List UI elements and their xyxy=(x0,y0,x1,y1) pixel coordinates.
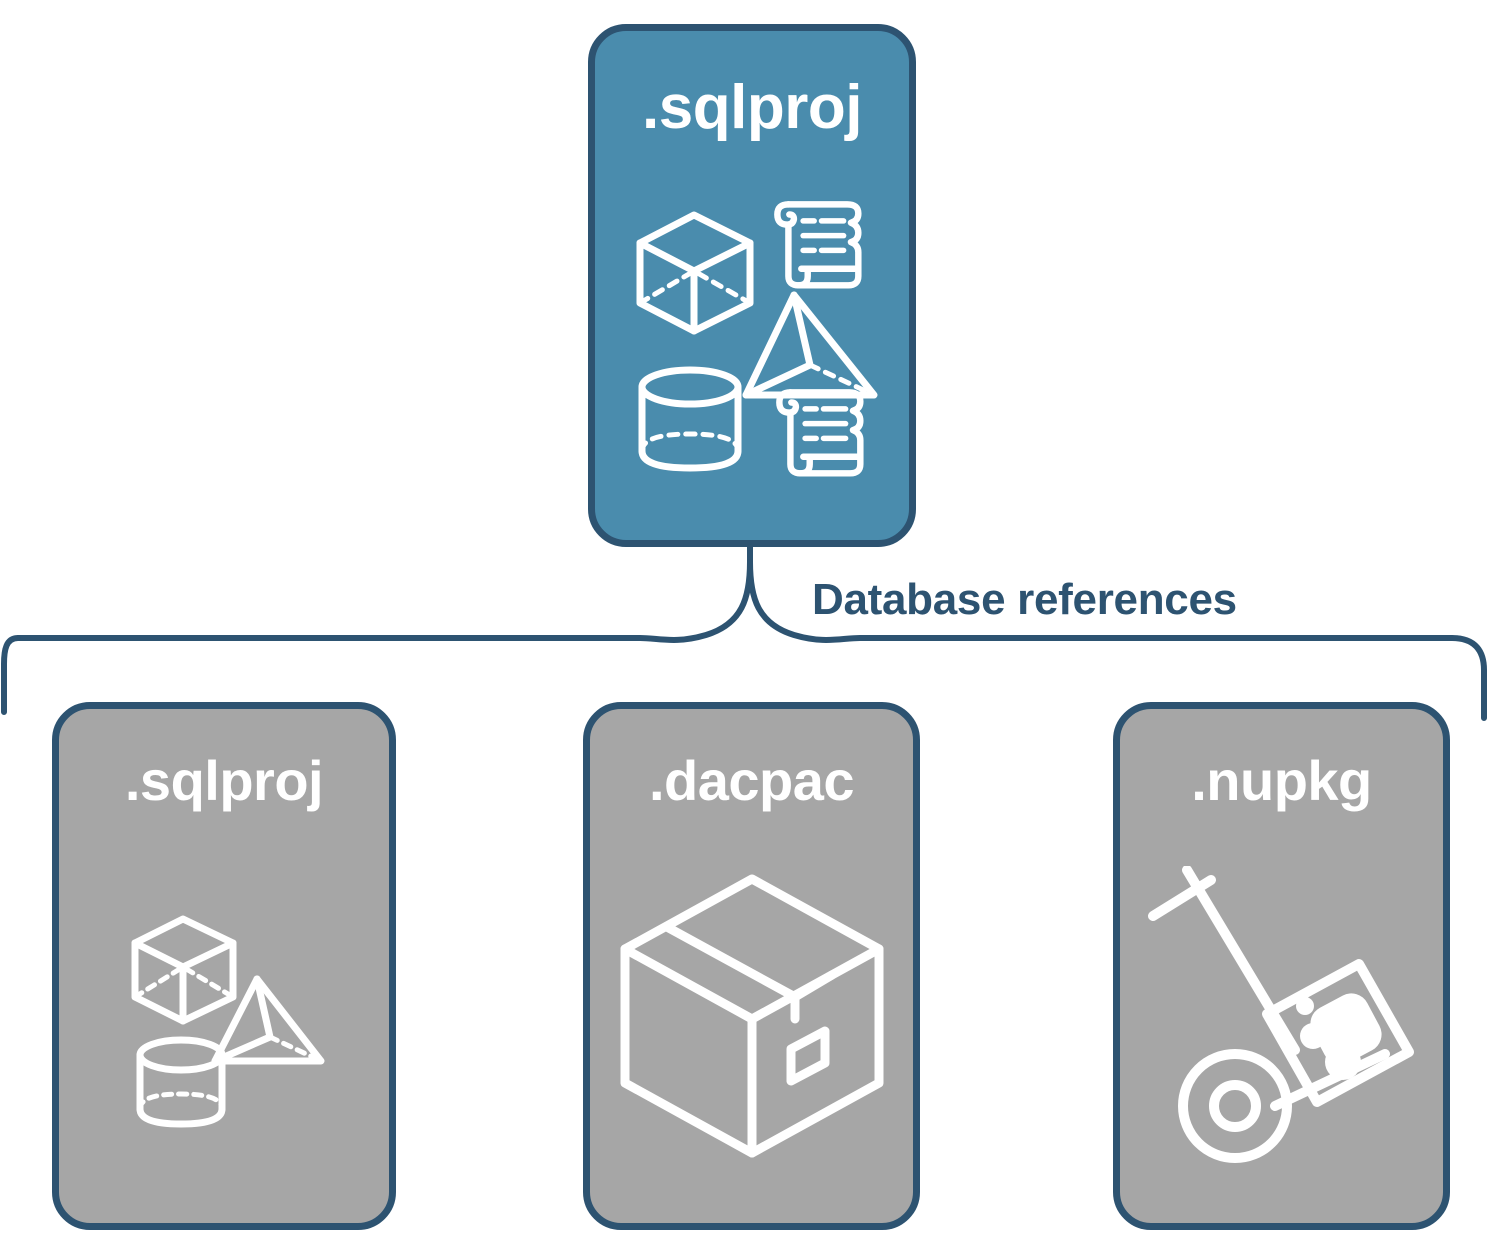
scroll-icon xyxy=(774,200,862,289)
card-title: .dacpac xyxy=(648,749,855,812)
card-icon-group xyxy=(59,809,389,1223)
connector-label: Database references xyxy=(812,575,1237,624)
brace-left-arm xyxy=(15,559,753,643)
card-child-sqlproj[interactable]: .sqlproj xyxy=(52,702,396,1230)
scroll-icon xyxy=(776,388,864,477)
shapes-and-scripts-icon xyxy=(636,200,878,477)
card-title: .nupkg xyxy=(1191,749,1372,812)
cube-wireframe-icon xyxy=(636,211,754,334)
pyramid-wireframe-icon xyxy=(742,291,878,398)
card-icon-group xyxy=(590,809,913,1223)
cube-wireframe-icon xyxy=(131,915,237,1025)
card-root-sqlproj[interactable]: .sqlproj xyxy=(588,24,916,547)
cylinder-wireframe-icon xyxy=(638,366,742,471)
shapes-icon xyxy=(131,915,325,1128)
shipping-box-icon xyxy=(620,874,883,1158)
package-mark-icon xyxy=(1295,993,1382,1080)
hand-truck-package-icon xyxy=(1147,866,1414,1163)
card-title: .sqlproj xyxy=(642,73,862,142)
card-child-nupkg[interactable]: .nupkg xyxy=(1113,702,1450,1230)
cylinder-wireframe-icon xyxy=(136,1036,226,1128)
card-title: .sqlproj xyxy=(124,749,324,812)
bracket-right-end xyxy=(1449,635,1487,721)
card-icon-group xyxy=(1120,809,1443,1223)
card-child-dacpac[interactable]: .dacpac xyxy=(583,702,920,1230)
bracket-left-end xyxy=(0,635,21,715)
card-icon-group xyxy=(595,139,909,540)
